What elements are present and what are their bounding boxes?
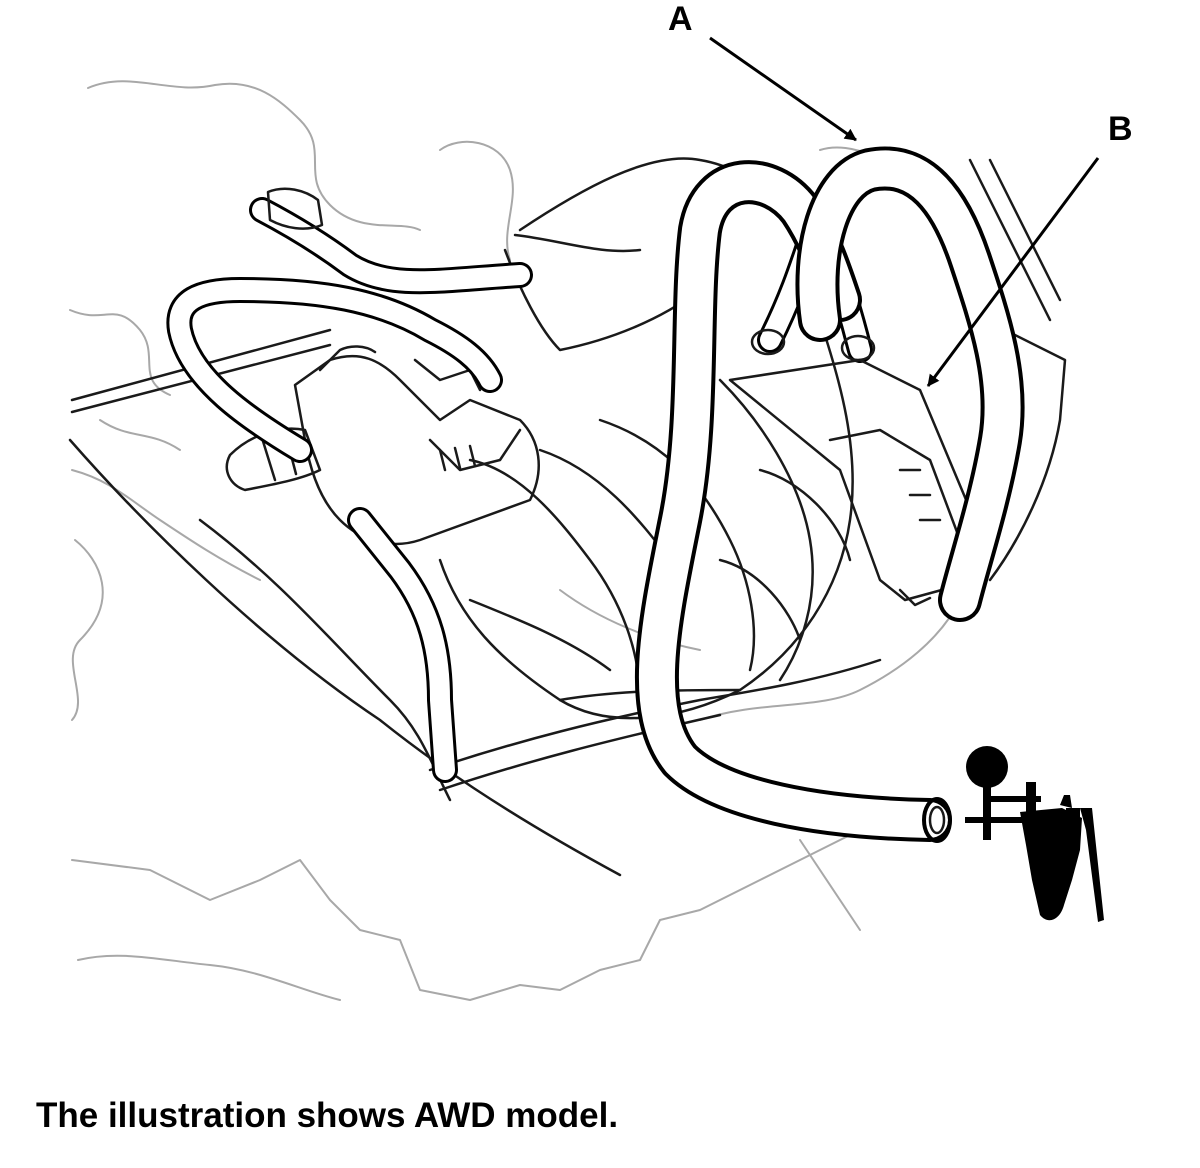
callout-leaders xyxy=(709,36,1100,387)
canister-hose xyxy=(634,146,1025,843)
vacuum-pump-icon xyxy=(965,746,1104,922)
figure-caption: The illustration shows AWD model. xyxy=(36,1096,619,1135)
callout-label-b: B xyxy=(1108,110,1133,148)
evap-canister-diagram xyxy=(68,36,1104,1001)
vapor-tubes xyxy=(166,187,876,783)
frame-rails xyxy=(68,158,1067,877)
callout-label-a: A xyxy=(668,0,693,38)
purge-connector xyxy=(225,345,540,546)
evap-canister xyxy=(438,157,854,720)
vehicle-body-outline xyxy=(69,80,961,1001)
leader-line-b xyxy=(926,157,1100,387)
leader-line-a xyxy=(709,36,857,142)
